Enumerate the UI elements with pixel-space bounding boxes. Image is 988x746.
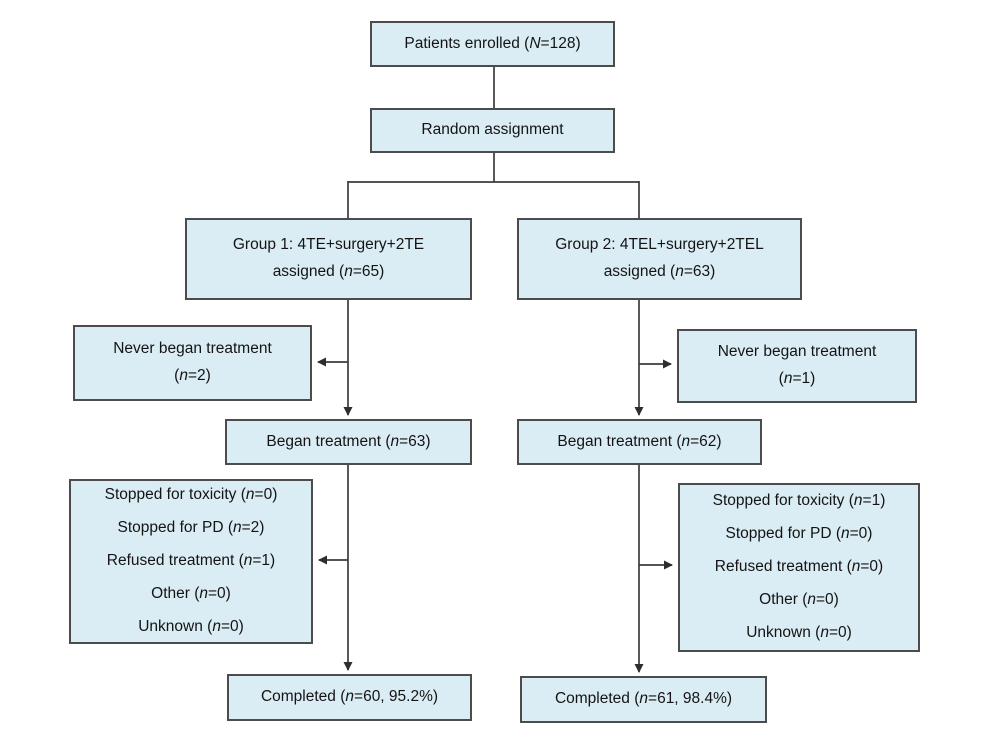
discontinued-right-line: Refused treatment (n=0)	[715, 551, 883, 584]
discontinued-right-line: Stopped for PD (n=0)	[726, 518, 873, 551]
text-segment: Stopped for toxicity (	[712, 492, 854, 510]
random-assignment-box: Random assignment	[370, 108, 615, 153]
never-began-right-box: Never began treatment (n=1)	[677, 329, 917, 403]
text-segment: Refused treatment (	[714, 558, 852, 576]
group2-line2: assigned (n=63)	[604, 259, 716, 286]
text-segment: =1)	[862, 492, 886, 510]
discontinued-right-line: Other (n=0)	[759, 584, 839, 617]
text-segment: Began treatment (	[266, 432, 391, 450]
italic-n: n	[840, 525, 850, 543]
text-segment: Unknown (	[138, 617, 213, 635]
italic-n: n	[851, 558, 861, 576]
began-treatment-left-box: Began treatment (n=63)	[225, 419, 472, 465]
patients-enrolled-box: Patients enrolled (N=128)	[370, 21, 615, 67]
text-segment: =61, 98.4%)	[648, 690, 733, 708]
text-segment: Completed (	[260, 688, 346, 706]
never-began-right-line1: Never began treatment	[717, 343, 877, 361]
never-began-left-line1: Never began treatment	[113, 340, 272, 358]
discontinued-left-line: Stopped for PD (n=2)	[118, 512, 265, 545]
italic-n: n	[681, 432, 691, 450]
discontinued-left-line: Other (n=0)	[151, 578, 231, 611]
italic-n: n	[820, 623, 829, 641]
text-segment: =2)	[241, 519, 265, 537]
italic-n: n	[199, 584, 208, 602]
never-began-right-line2: (n=1)	[779, 366, 816, 393]
text-segment: (	[174, 367, 180, 384]
patients-enrolled-text: Patients enrolled (N=128)	[404, 32, 580, 56]
text-segment: =60, 95.2%)	[354, 688, 439, 706]
discontinued-left-line: Unknown (n=0)	[138, 611, 244, 644]
text-segment: =65)	[352, 263, 385, 280]
completed-left-box: Completed (n=60, 95.2%)	[227, 674, 472, 721]
group2-box: Group 2: 4TEL+surgery+2TEL assigned (n=6…	[517, 218, 802, 300]
text-segment: (	[778, 370, 784, 387]
text-segment: Unknown (	[746, 623, 821, 641]
italic-n: n	[345, 688, 355, 706]
text-segment: =63)	[683, 263, 716, 280]
text-segment: =2)	[187, 367, 211, 384]
never-began-left-line2: (n=2)	[174, 363, 211, 390]
discontinued-right-box: Stopped for toxicity (n=1) Stopped for P…	[678, 483, 920, 652]
text-segment: Other (	[151, 584, 200, 602]
text-segment: =128)	[540, 34, 581, 52]
group1-line1: Group 1: 4TE+surgery+2TE	[232, 236, 425, 254]
never-began-left-box: Never began treatment (n=2)	[73, 325, 312, 401]
completed-left-text: Completed (n=60, 95.2%)	[261, 685, 438, 709]
italic-n: n	[212, 617, 221, 635]
discontinued-right-line: Stopped for toxicity (n=1)	[713, 485, 886, 518]
group2-line1: Group 2: 4TEL+surgery+2TEL	[555, 236, 764, 254]
text-segment: =0)	[849, 525, 873, 543]
italic-n: n	[853, 492, 863, 510]
italic-n: n	[807, 590, 816, 608]
text-segment: assigned (	[603, 263, 676, 280]
text-segment: Refused treatment (	[106, 552, 244, 570]
text-segment: Stopped for PD (	[725, 525, 841, 543]
text-segment: =0)	[860, 558, 884, 576]
italic-n: n	[675, 263, 684, 280]
italic-n: n	[232, 519, 242, 537]
text-segment: =0)	[208, 584, 231, 602]
text-segment: =1)	[252, 552, 276, 570]
text-segment: Stopped for toxicity (	[104, 486, 246, 504]
group1-line2: assigned (n=65)	[273, 259, 385, 286]
text-segment: Completed (	[554, 690, 640, 708]
text-segment: =0)	[220, 617, 244, 635]
italic-n: n	[344, 263, 353, 280]
discontinued-left-box: Stopped for toxicity (n=0) Stopped for P…	[69, 479, 313, 644]
discontinued-right-line: Unknown (n=0)	[746, 617, 852, 650]
began-treatment-right-text: Began treatment (n=62)	[557, 430, 721, 454]
text-segment: Other (	[759, 590, 808, 608]
text-segment: =0)	[828, 623, 852, 641]
text-segment: =63)	[399, 432, 431, 450]
text-segment: =62)	[690, 432, 722, 450]
group1-box: Group 1: 4TE+surgery+2TE assigned (n=65)	[185, 218, 472, 300]
completed-right-text: Completed (n=61, 98.4%)	[555, 687, 732, 711]
random-assignment-text: Random assignment	[421, 121, 564, 139]
text-segment: =0)	[254, 486, 278, 504]
italic-n: n	[390, 432, 400, 450]
discontinued-left-line: Refused treatment (n=1)	[107, 545, 275, 578]
text-segment: Stopped for PD (	[117, 519, 233, 537]
text-segment: Patients enrolled (	[404, 34, 530, 52]
text-segment: =1)	[792, 370, 816, 387]
text-segment: assigned (	[272, 263, 345, 280]
italic-N: N	[529, 34, 541, 52]
text-segment: Began treatment (	[557, 432, 682, 450]
began-treatment-right-box: Began treatment (n=62)	[517, 419, 762, 465]
began-treatment-left-text: Began treatment (n=63)	[266, 430, 430, 454]
italic-n: n	[639, 690, 649, 708]
text-segment: =0)	[816, 590, 839, 608]
italic-n: n	[179, 367, 188, 384]
italic-n: n	[243, 552, 253, 570]
italic-n: n	[245, 486, 255, 504]
italic-n: n	[783, 370, 793, 387]
discontinued-left-line: Stopped for toxicity (n=0)	[105, 479, 278, 512]
completed-right-box: Completed (n=61, 98.4%)	[520, 676, 767, 723]
